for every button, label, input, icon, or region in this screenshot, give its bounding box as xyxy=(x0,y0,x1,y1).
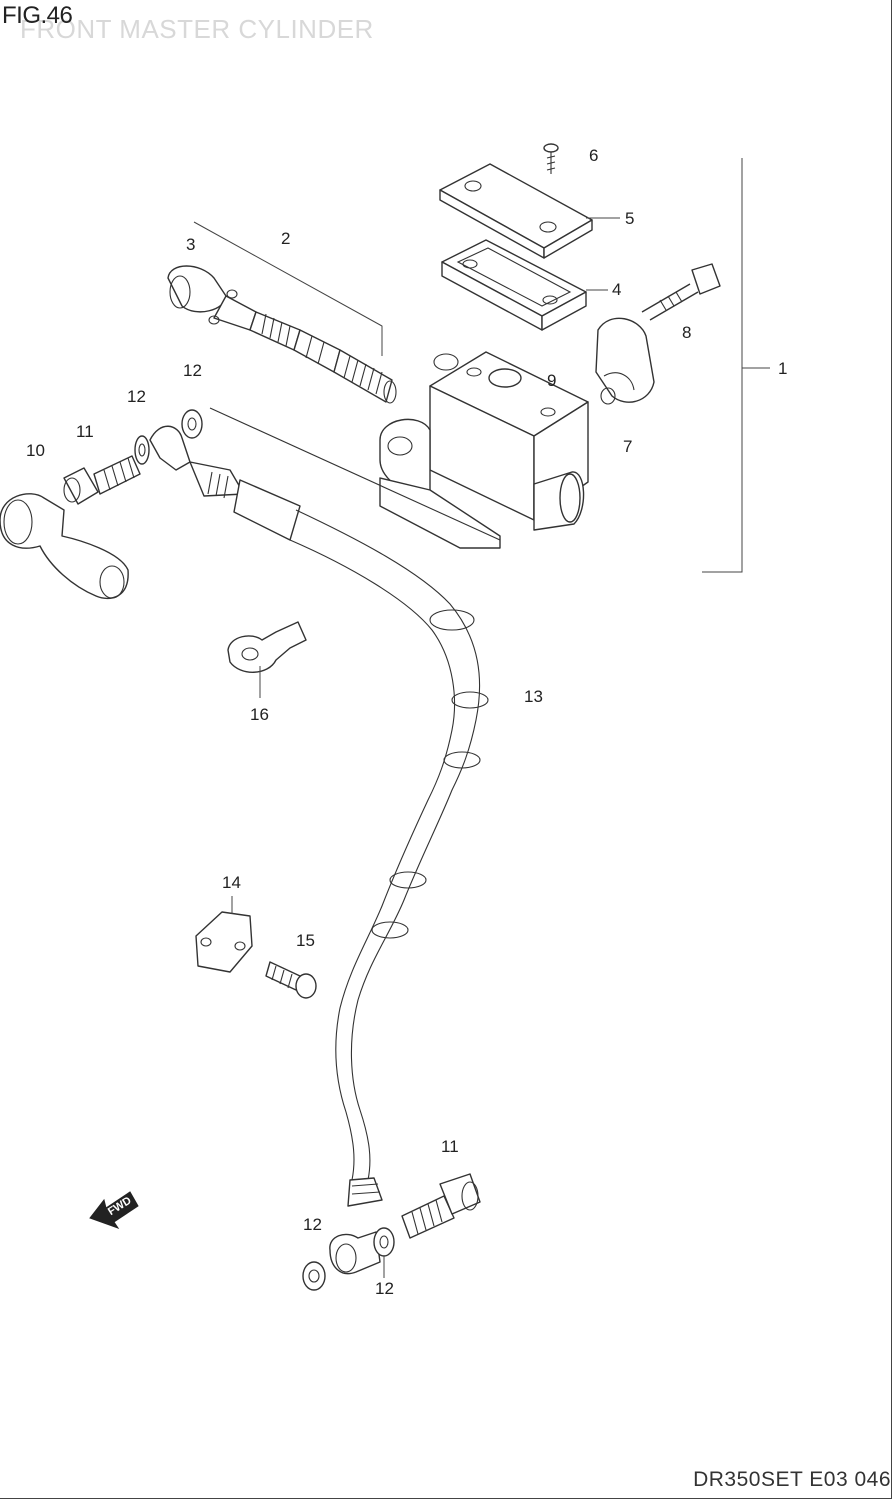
washer-part-12-bottom-a xyxy=(302,1261,326,1291)
callout-11-bottom: 11 xyxy=(441,1137,459,1156)
banjo-bolt-part-11-bottom xyxy=(401,1173,481,1239)
callout-leaders xyxy=(586,217,620,291)
callout-2: 2 xyxy=(281,229,290,248)
banjo-bolt-part-11-top xyxy=(63,455,141,505)
callout-8: 8 xyxy=(682,323,691,342)
callout-12-bottom-a: 12 xyxy=(303,1215,322,1234)
callout-15: 15 xyxy=(296,931,315,950)
callout-6: 6 xyxy=(589,146,598,165)
callout-13: 13 xyxy=(524,687,543,706)
callout-16: 16 xyxy=(250,705,269,724)
piston-kit-part-2 xyxy=(167,265,397,404)
bolt-part-8 xyxy=(641,263,721,321)
callout-12-bottom-b: 12 xyxy=(375,1279,394,1298)
union-fitting-bottom xyxy=(329,1231,381,1275)
callout-3: 3 xyxy=(186,235,195,254)
kit-bracket-2 xyxy=(193,221,383,356)
washer-part-12-top-b xyxy=(181,409,203,439)
figure-title: FRONT MASTER CYLINDER xyxy=(20,14,374,44)
hose-clamp-part-16 xyxy=(227,621,307,698)
master-cylinder-body-part-7 xyxy=(209,351,589,549)
washer-part-12-bottom-b xyxy=(373,1227,395,1278)
callout-4: 4 xyxy=(612,280,621,299)
callout-7: 7 xyxy=(623,437,632,456)
diaphragm-part-4 xyxy=(441,239,587,331)
clamp-holder-part-9 xyxy=(595,317,655,405)
screw-part-6 xyxy=(543,143,559,174)
callout-12-top-a: 12 xyxy=(127,387,146,406)
bolt-part-15 xyxy=(265,961,317,999)
washer-part-12-top-a xyxy=(134,435,150,465)
cover-part-10 xyxy=(0,493,129,600)
callout-9: 9 xyxy=(547,371,556,390)
hose-guide-part-14 xyxy=(195,896,253,973)
callout-labels: 1 2 3 4 5 6 7 8 9 10 11 12 12 12 13 14 1… xyxy=(26,146,787,1298)
diagram-code: DR350SET E03 046 xyxy=(693,1468,891,1491)
brake-hose-part-13 xyxy=(149,425,489,1207)
reservoir-cap-part-5 xyxy=(439,163,593,259)
callout-10: 10 xyxy=(26,441,45,460)
callout-11-top: 11 xyxy=(76,422,94,441)
callout-14: 14 xyxy=(222,873,241,892)
callout-12-top-b: 12 xyxy=(183,361,202,380)
assembly-bracket-1 xyxy=(702,158,770,573)
callout-5: 5 xyxy=(625,209,634,228)
fwd-direction-icon: FWD xyxy=(89,1191,139,1229)
callout-1: 1 xyxy=(778,359,787,378)
figure-number: FIG.46 xyxy=(2,2,73,29)
